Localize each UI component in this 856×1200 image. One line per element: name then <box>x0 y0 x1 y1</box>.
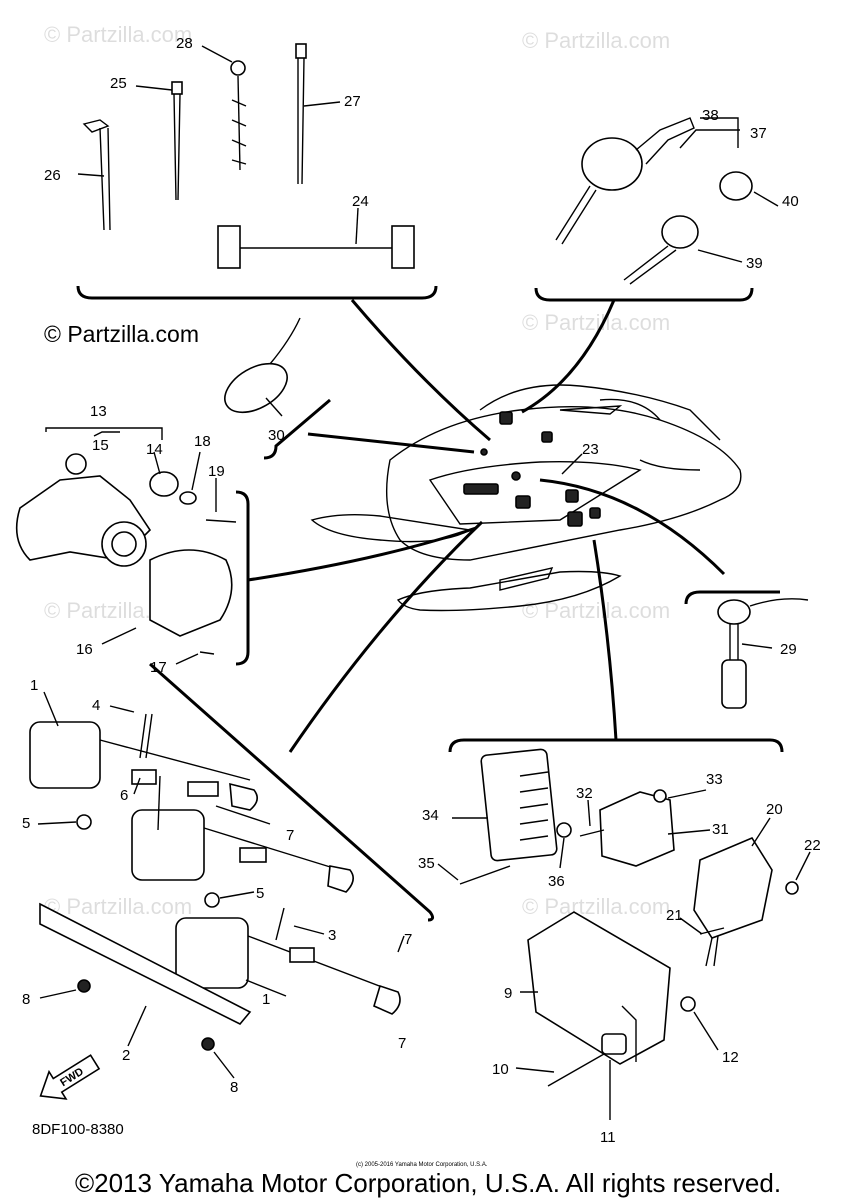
pointer-ignition <box>288 520 484 753</box>
callout-24: 24 <box>352 193 369 210</box>
callout-23: 23 <box>582 441 599 458</box>
callout-8: 8 <box>230 1079 238 1096</box>
copyright-notice: ©2013 Yamaha Motor Corporation, U.S.A. A… <box>75 1168 781 1198</box>
bracket-top-left <box>76 285 438 300</box>
ignition-coils <box>29 713 401 1051</box>
pointer-starter <box>247 526 477 582</box>
watermark: © Partzilla.com <box>44 22 192 47</box>
callout-12: 12 <box>722 1049 739 1066</box>
callout-3: 3 <box>328 927 336 944</box>
callout-13: 13 <box>90 403 107 420</box>
bracket-starter <box>235 490 250 666</box>
ignition-switch-parts <box>555 117 753 285</box>
callout-6: 6 <box>120 787 128 804</box>
watermark: © Partzilla.com <box>522 598 670 623</box>
pointer-top-right <box>521 299 616 414</box>
callout-17: 17 <box>150 659 167 676</box>
callout-7: 7 <box>398 1035 406 1052</box>
callout-7: 7 <box>404 931 412 948</box>
callout-14: 14 <box>146 441 163 458</box>
bracket-ignition <box>149 662 435 922</box>
part-29-sensor <box>717 598 809 709</box>
pointer-electrical <box>592 539 618 741</box>
callout-31: 31 <box>712 821 729 838</box>
callout-labels: 1 1 2 3 4 5 5 6 7 7 7 8 8 9 10 11 12 13 … <box>22 35 821 1146</box>
callout-29: 29 <box>780 641 797 658</box>
callout-15: 15 <box>92 437 109 454</box>
watermark: © Partzilla.com <box>522 310 670 335</box>
bracket-30 <box>263 398 331 460</box>
part-30-capacitor <box>224 317 301 414</box>
callout-10: 10 <box>492 1061 509 1078</box>
callout-28: 28 <box>176 35 193 52</box>
watermark-main: © Partzilla.com <box>44 321 199 347</box>
bracket-29 <box>684 590 780 605</box>
top-left-parts <box>82 43 415 269</box>
callout-36: 36 <box>548 873 565 890</box>
callout-25: 25 <box>110 75 127 92</box>
watermark: © Partzilla.com <box>522 28 670 53</box>
watermark: © Partzilla.com <box>522 894 670 919</box>
callout-2: 2 <box>122 1047 130 1064</box>
callout-35: 35 <box>418 855 435 872</box>
callout-5: 5 <box>256 885 264 902</box>
callout-1: 1 <box>262 991 270 1008</box>
callout-8: 8 <box>22 991 30 1008</box>
callout-1: 1 <box>30 677 38 694</box>
callout-16: 16 <box>76 641 93 658</box>
callout-27: 27 <box>344 93 361 110</box>
callout-26: 26 <box>44 167 61 184</box>
callout-20: 20 <box>766 801 783 818</box>
callout-4: 4 <box>92 697 100 714</box>
callout-leaders <box>37 45 811 1120</box>
bracket-electrical <box>448 738 784 753</box>
small-notice: (c) 2005-2016 Yamaha Motor Corporation, … <box>356 1162 488 1168</box>
callout-37: 37 <box>750 125 767 142</box>
bracket-top-right <box>534 287 754 302</box>
callout-7: 7 <box>286 827 294 844</box>
callout-40: 40 <box>782 193 799 210</box>
callout-32: 32 <box>576 785 593 802</box>
callout-38: 38 <box>702 107 719 124</box>
pointer-top-left <box>350 299 491 442</box>
electrical-components <box>459 748 799 1087</box>
callout-21: 21 <box>666 907 683 924</box>
drawing-code: 8DF100-8380 <box>32 1121 124 1138</box>
callout-33: 33 <box>706 771 723 788</box>
callout-11: 11 <box>600 1129 616 1146</box>
fwd-arrow: FWD <box>39 1054 101 1100</box>
callout-30: 30 <box>268 427 285 444</box>
callout-39: 39 <box>746 255 763 272</box>
pointer-30 <box>307 432 475 454</box>
callout-22: 22 <box>804 837 821 854</box>
snowmobile-illustration <box>310 384 742 612</box>
callout-5: 5 <box>22 815 30 832</box>
pointer-lines <box>247 299 726 753</box>
starter-assembly <box>15 427 237 655</box>
watermark: © Partzilla.com <box>44 894 192 919</box>
callout-34: 34 <box>422 807 439 824</box>
pointer-29 <box>539 478 726 576</box>
callout-18: 18 <box>194 433 211 450</box>
group-brackets <box>76 285 784 922</box>
callout-19: 19 <box>208 463 225 480</box>
callout-9: 9 <box>504 985 512 1002</box>
